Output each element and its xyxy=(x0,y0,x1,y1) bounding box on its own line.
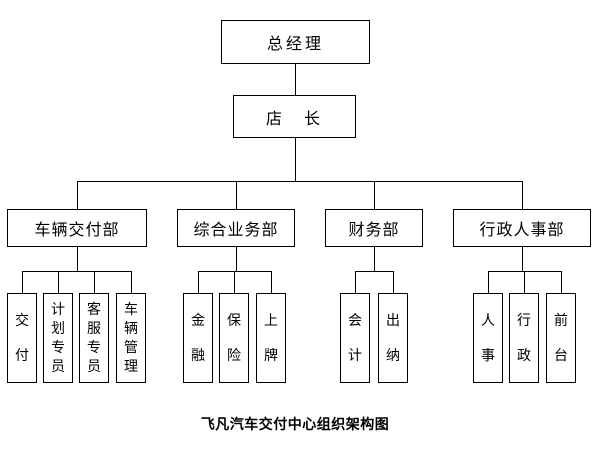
connector-line xyxy=(374,181,375,209)
connector-line xyxy=(131,271,132,293)
org-node-leaf-vehicle-management: 车辆管理 xyxy=(116,293,146,383)
connector-line xyxy=(295,64,296,95)
org-node-leaf-accounting: 会计 xyxy=(340,293,370,383)
connector-line xyxy=(236,181,237,209)
connector-line xyxy=(94,271,95,293)
org-node-general-manager: 总经理 xyxy=(221,20,370,64)
node-label: 客服专员 xyxy=(87,301,101,374)
connector-line xyxy=(77,181,523,182)
node-label: 车辆交付部 xyxy=(34,222,120,239)
org-node-dept-comprehensive-business: 综合业务部 xyxy=(177,209,295,247)
org-node-leaf-customer-service-specialist: 客服专员 xyxy=(79,293,109,383)
org-node-dept-admin-hr: 行政人事部 xyxy=(453,209,591,247)
org-node-leaf-finance: 金融 xyxy=(183,293,213,383)
connector-line xyxy=(393,271,394,293)
node-label: 计划专员 xyxy=(51,301,65,374)
connector-line xyxy=(355,271,394,272)
connector-line xyxy=(374,247,375,271)
connector-line xyxy=(522,247,523,271)
connector-line xyxy=(355,271,356,293)
connector-line xyxy=(22,271,132,272)
node-label: 综合业务部 xyxy=(193,222,279,239)
node-label: 金融 xyxy=(191,312,205,363)
org-node-store-manager: 店 长 xyxy=(233,95,356,138)
connector-line xyxy=(198,271,199,293)
org-node-dept-vehicle-delivery: 车辆交付部 xyxy=(7,209,147,247)
org-node-leaf-licensing: 上牌 xyxy=(256,293,286,383)
connector-line xyxy=(198,271,272,272)
connector-line xyxy=(271,271,272,293)
connector-line xyxy=(58,271,59,293)
connector-line xyxy=(234,271,235,293)
node-label: 人事 xyxy=(481,312,495,363)
org-node-leaf-hr: 人事 xyxy=(473,293,503,383)
org-node-dept-finance: 财务部 xyxy=(325,209,423,247)
node-label: 财务部 xyxy=(348,222,400,239)
node-label: 行政 xyxy=(517,312,531,363)
connector-line xyxy=(22,271,23,293)
connector-line xyxy=(561,271,562,293)
node-label: 会计 xyxy=(348,312,362,363)
node-label: 保险 xyxy=(227,312,241,363)
org-node-leaf-insurance: 保险 xyxy=(219,293,249,383)
connector-line xyxy=(488,271,489,293)
node-label: 交付 xyxy=(15,312,29,363)
node-label: 行政人事部 xyxy=(479,222,565,239)
org-node-leaf-cashier: 出纳 xyxy=(378,293,408,383)
org-node-leaf-planning-specialist: 计划专员 xyxy=(43,293,73,383)
node-label: 总经理 xyxy=(266,36,324,53)
diagram-caption: 飞凡汽车交付中心组织架构图 xyxy=(200,416,390,432)
node-label: 车辆管理 xyxy=(124,301,138,374)
connector-line xyxy=(295,138,296,181)
connector-line xyxy=(77,181,78,209)
connector-line xyxy=(236,247,237,271)
node-label: 前台 xyxy=(554,312,568,363)
node-label: 出纳 xyxy=(386,312,400,363)
org-node-leaf-delivery: 交付 xyxy=(7,293,37,383)
org-node-leaf-front-desk: 前台 xyxy=(546,293,576,383)
node-label: 上牌 xyxy=(264,312,278,363)
connector-line xyxy=(522,181,523,209)
org-node-leaf-admin: 行政 xyxy=(509,293,539,383)
connector-line xyxy=(77,247,78,271)
connector-line xyxy=(524,271,525,293)
connector-line xyxy=(488,271,562,272)
node-label: 店 长 xyxy=(265,110,323,128)
